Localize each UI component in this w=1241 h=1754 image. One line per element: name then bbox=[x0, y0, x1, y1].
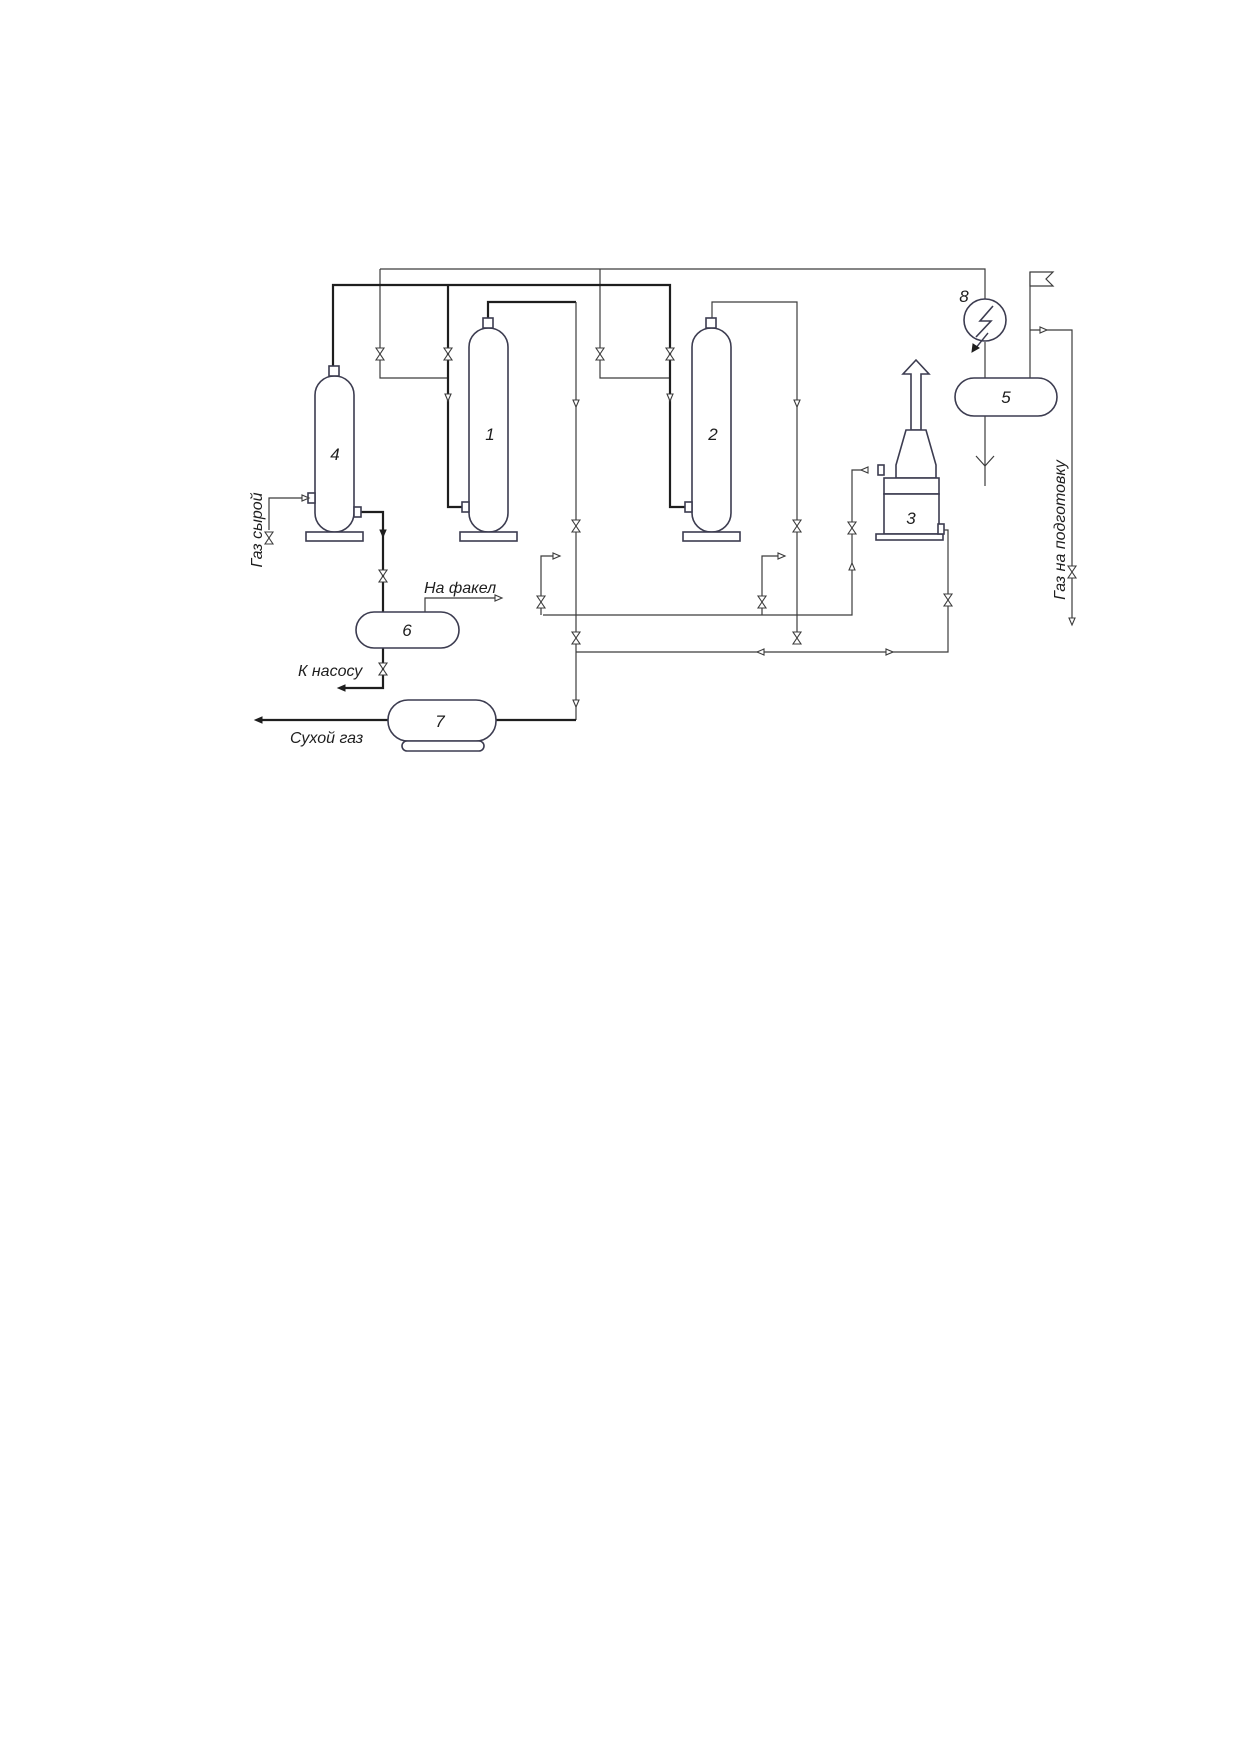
heater-3-number: 3 bbox=[906, 509, 916, 528]
separator-5[interactable]: 5 bbox=[954, 377, 1058, 417]
column-4-to-separator-6[interactable] bbox=[357, 510, 385, 612]
pipelines bbox=[262, 268, 1073, 722]
column-1[interactable]: 1 bbox=[459, 317, 518, 542]
drain-fork-icon bbox=[975, 455, 995, 467]
column-4[interactable]: 4 bbox=[305, 365, 364, 542]
header-drop-left bbox=[379, 269, 448, 379]
flare-line bbox=[424, 597, 500, 612]
valve[interactable] bbox=[263, 531, 275, 545]
valve[interactable] bbox=[594, 347, 606, 361]
cooler-8[interactable]: 8 bbox=[959, 287, 1007, 353]
valve[interactable] bbox=[791, 519, 803, 533]
column-2-outlet-pipe bbox=[711, 301, 798, 638]
valve[interactable] bbox=[535, 595, 547, 609]
valve[interactable] bbox=[1066, 565, 1078, 579]
column-2-number: 2 bbox=[707, 425, 718, 444]
vessel-7[interactable]: 7 bbox=[387, 699, 497, 752]
to-flare-label: На факел bbox=[424, 580, 496, 597]
valve[interactable] bbox=[374, 347, 386, 361]
vessel-7-number: 7 bbox=[435, 712, 445, 731]
valve[interactable] bbox=[664, 347, 676, 361]
heater-3[interactable]: 3 bbox=[875, 358, 945, 541]
column-2[interactable]: 2 bbox=[682, 317, 741, 542]
top-header-pipe bbox=[380, 268, 986, 300]
column-2-bypass bbox=[761, 555, 785, 615]
column-1-outlet-pipe bbox=[486, 300, 576, 320]
raw-gas-label: Газ сырой bbox=[249, 492, 266, 567]
valve[interactable] bbox=[442, 347, 454, 361]
valve[interactable] bbox=[756, 595, 768, 609]
valve[interactable] bbox=[377, 569, 389, 583]
flare-flag-icon bbox=[1029, 271, 1055, 287]
valve[interactable] bbox=[570, 519, 582, 533]
separator-5-number: 5 bbox=[1001, 388, 1011, 407]
header-drop-middle bbox=[599, 269, 670, 379]
valve[interactable] bbox=[846, 521, 858, 535]
valve[interactable] bbox=[791, 631, 803, 645]
dry-gas-label: Сухой газ bbox=[290, 730, 363, 747]
valves bbox=[263, 347, 1078, 676]
separator-6[interactable]: 6 bbox=[355, 611, 460, 649]
column-4-number: 4 bbox=[330, 445, 339, 464]
flow-arrows bbox=[253, 326, 1076, 724]
column-1-number: 1 bbox=[485, 425, 494, 444]
to-pump-label: К насосу bbox=[298, 663, 363, 680]
separator-6-number: 6 bbox=[402, 621, 412, 640]
pump-line[interactable] bbox=[345, 648, 385, 690]
valve[interactable] bbox=[377, 662, 389, 676]
heat-exchange-zigzag bbox=[975, 305, 994, 338]
gas-to-treatment-label: Газ на подготовку bbox=[1052, 459, 1069, 600]
valve[interactable] bbox=[570, 631, 582, 645]
cooler-8-number: 8 bbox=[959, 287, 969, 306]
bold-header-pipe[interactable] bbox=[331, 283, 688, 509]
raw-gas-inlet-pipe bbox=[268, 497, 308, 530]
valve[interactable] bbox=[942, 593, 954, 607]
